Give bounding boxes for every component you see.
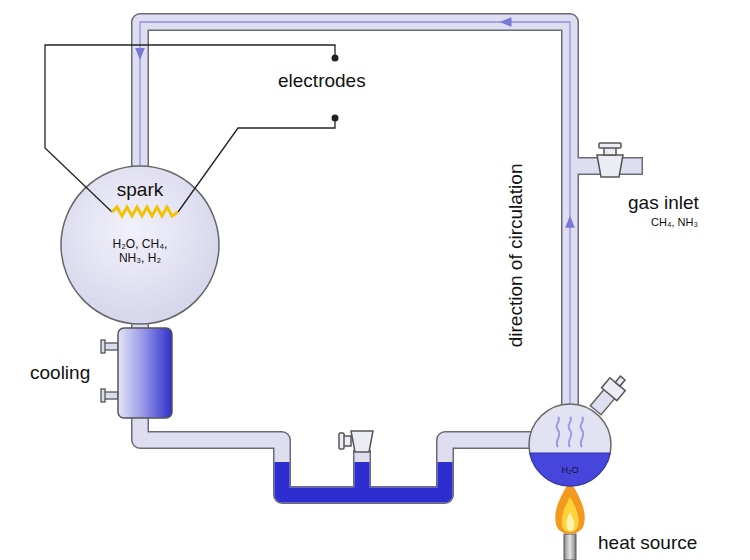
drawing-part xyxy=(104,392,118,399)
electrode-label: electrodes xyxy=(278,70,366,93)
drawing-part xyxy=(118,328,172,418)
gas-formula: CH₄, NH₃ xyxy=(651,216,698,229)
tube-bore xyxy=(140,322,533,495)
cooling-jacket xyxy=(101,328,172,418)
tube-wall xyxy=(140,322,533,495)
flow-arrowhead xyxy=(135,48,145,60)
chamber-label: spark xyxy=(117,179,163,202)
drawing-part xyxy=(339,433,344,449)
sphere-glass xyxy=(61,166,219,324)
drawing-part xyxy=(597,155,623,177)
vapor-line xyxy=(568,417,571,447)
gas-inlet-pipe xyxy=(572,143,643,177)
flask-glass xyxy=(529,404,611,486)
flask-water xyxy=(530,453,610,486)
reaction-flask: sparkH₂O, CH₄, NH₃, H₂ xyxy=(60,165,220,325)
drawing-part xyxy=(566,512,574,531)
trap-water xyxy=(282,462,445,495)
drawing-part xyxy=(101,389,105,402)
flow-arrowhead xyxy=(565,216,575,228)
circulation-label: direction of circulation xyxy=(506,163,529,347)
flask-stopper xyxy=(588,372,630,417)
boiling-flask: H₂O xyxy=(528,403,612,487)
drawing-part xyxy=(351,431,373,452)
drawing-part xyxy=(555,481,585,534)
burner-flame xyxy=(555,481,585,560)
cooling-label: cooling xyxy=(30,362,90,385)
water-label: H₂O xyxy=(562,465,579,476)
drawing-part xyxy=(615,376,625,386)
vapor-line xyxy=(580,417,583,447)
vapor-line xyxy=(556,417,559,447)
flow-arrowhead xyxy=(500,17,512,27)
electrode-terminal xyxy=(332,115,339,122)
drawing-part xyxy=(564,534,576,560)
glass-tube xyxy=(140,322,533,495)
gas-inlet-label: gas inlet xyxy=(628,192,699,215)
drawing-part xyxy=(599,143,621,148)
drawing-part xyxy=(562,497,579,532)
electrode-terminal xyxy=(332,55,339,62)
drawing-part xyxy=(104,343,118,350)
heat-source-label: heat source xyxy=(598,532,697,555)
gas-mixture: H₂O, CH₄, NH₃, H₂ xyxy=(101,237,179,266)
drawing-part xyxy=(101,340,105,353)
